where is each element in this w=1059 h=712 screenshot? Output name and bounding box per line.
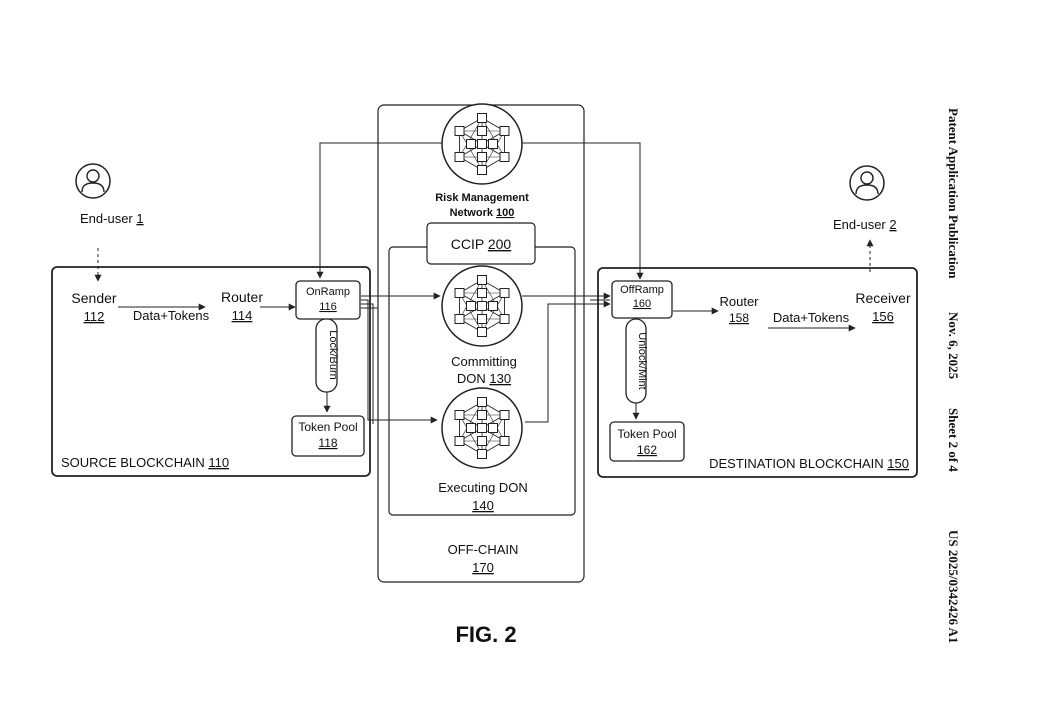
patent-header: Patent Application Publication Nov. 6, 2… xyxy=(946,108,961,643)
onramp-parallel-wire xyxy=(361,303,374,424)
offramp-box xyxy=(611,280,673,319)
source-blockchain-panel xyxy=(51,266,371,477)
header-date: Nov. 6, 2025 xyxy=(946,312,961,380)
source-flow-label: Data+Tokens xyxy=(133,308,210,323)
source-blockchain-label: SOURCE BLOCKCHAIN 110 xyxy=(61,455,229,470)
destination-token-pool-ref: 162 xyxy=(637,443,657,457)
header-publication: Patent Application Publication xyxy=(946,108,961,279)
committing-don-line2: DON 130 xyxy=(457,371,511,386)
onramp-label: OnRamp xyxy=(306,286,350,298)
executing-don-label: Executing DON xyxy=(438,480,528,495)
source-token-pool-ref: 118 xyxy=(318,436,337,450)
risk-network-label-line1: Risk Management xyxy=(435,192,529,204)
receiver-label: Receiver xyxy=(855,290,911,306)
header-sheet: Sheet 2 of 4 xyxy=(946,408,961,472)
end-user-1-icon xyxy=(75,163,111,199)
risk-to-offramp-arrow xyxy=(522,142,644,280)
risk-to-onramp-arrow xyxy=(316,142,442,279)
destination-router-label: Router xyxy=(719,294,759,309)
ccip-label: CCIP 200 xyxy=(451,236,512,252)
onramp-ref: 116 xyxy=(319,301,337,313)
destination-router-ref: 158 xyxy=(729,311,749,325)
source-token-pool-label: Token Pool xyxy=(298,420,357,434)
receiver-ref: 156 xyxy=(872,309,894,324)
figure-label: FIG. 2 xyxy=(455,622,516,647)
source-token-pool-box xyxy=(291,415,365,457)
destination-token-pool-label: Token Pool xyxy=(617,427,676,441)
unlock-mint-pill xyxy=(625,318,647,404)
offramp-ref: 160 xyxy=(633,298,651,310)
destination-blockchain-label: DESTINATION BLOCKCHAIN 150 xyxy=(709,456,909,471)
ccip-box xyxy=(426,222,536,265)
executing-don-ref: 140 xyxy=(472,498,494,513)
lock-burn-pill xyxy=(315,318,338,393)
source-router-ref: 114 xyxy=(232,308,253,323)
header-number: US 2025/0342426 A1 xyxy=(946,530,961,643)
committing-don-line1: Committing xyxy=(451,354,517,369)
lock-burn-label: Lock/Burn xyxy=(327,330,339,380)
executing-to-offramp-arrow xyxy=(525,300,611,423)
risk-management-network-icon xyxy=(441,103,523,185)
sender-ref: 112 xyxy=(84,309,105,324)
unlock-mint-label: Unlock/Mint xyxy=(636,332,648,389)
offramp-label: OffRamp xyxy=(620,284,664,296)
committing-don-icon xyxy=(441,265,523,347)
off-chain-ref: 170 xyxy=(472,560,494,575)
end-user-2-icon xyxy=(849,165,885,201)
onramp-to-executing-arrow xyxy=(361,299,438,424)
destination-flow-label: Data+Tokens xyxy=(773,310,850,325)
risk-network-label-line2: Network 100 xyxy=(450,207,515,219)
executing-don-icon xyxy=(441,387,523,469)
destination-token-pool-box xyxy=(609,421,685,462)
sender-label: Sender xyxy=(71,290,116,306)
off-chain-label: OFF-CHAIN xyxy=(448,542,519,557)
source-router-label: Router xyxy=(221,289,263,305)
end-user-2-label: End-user 2 xyxy=(833,217,897,232)
end-user-1-label: End-user 1 xyxy=(80,211,144,226)
